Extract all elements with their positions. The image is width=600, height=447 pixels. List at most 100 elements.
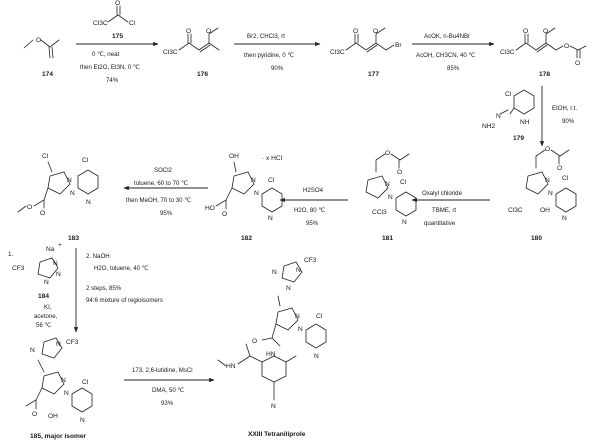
- svg-text:N: N: [272, 269, 277, 276]
- svg-text:N: N: [295, 313, 300, 320]
- svg-text:HN: HN: [226, 363, 236, 370]
- svg-text:93%: 93%: [161, 400, 174, 407]
- svg-text:Cl: Cl: [562, 175, 569, 182]
- ccl3-label: Cl3C: [93, 20, 108, 27]
- svg-text:CF3: CF3: [66, 339, 79, 346]
- svg-text:90%: 90%: [271, 65, 284, 72]
- svg-text:O: O: [545, 146, 550, 153]
- svg-text:N: N: [385, 181, 390, 188]
- conditions-step-8b: 2. NaOH H2O, toluene, 40 ℃ 2 steps, 85% …: [86, 253, 163, 304]
- svg-text:then pyridine, 0 ℃: then pyridine, 0 ℃: [244, 52, 294, 59]
- svg-text:N: N: [496, 113, 501, 120]
- svg-text:N: N: [545, 177, 550, 184]
- product-tetraniliprole-label: XXIII Tetraniliprole: [248, 431, 306, 438]
- svg-text:N: N: [402, 219, 407, 226]
- svg-text:O: O: [373, 28, 378, 35]
- svg-text:Oxalyl chloride: Oxalyl chloride: [422, 190, 463, 197]
- svg-text:N: N: [562, 215, 567, 222]
- svg-text:· x HCl: · x HCl: [262, 155, 283, 162]
- svg-text:H2O, toluene, 40 ℃: H2O, toluene, 40 ℃: [94, 265, 149, 272]
- svg-text:85%: 85%: [447, 65, 460, 72]
- compound-182-structure: OH N N · x HCl Cl N O HO: [205, 153, 283, 222]
- svg-text:OH: OH: [229, 153, 239, 160]
- svg-text:O: O: [186, 28, 191, 35]
- svg-text:then MeOH, 70 to 30 ℃: then MeOH, 70 to 30 ℃: [126, 197, 191, 204]
- svg-text:quantitative: quantitative: [424, 220, 456, 227]
- svg-text:N: N: [56, 271, 61, 278]
- svg-text:AcOH, CH3CN, 40 ℃: AcOH, CH3CN, 40 ℃: [416, 52, 475, 59]
- oxygen-label: O: [36, 37, 41, 44]
- conditions-step-1: 0 ℃, neat then Et2O, Et3N, 0 ℃ 74%: [80, 51, 140, 84]
- svg-text:Cl: Cl: [82, 157, 89, 164]
- svg-text:then Et2O, Et3N, 0 ℃: then Et2O, Et3N, 0 ℃: [80, 64, 140, 71]
- svg-text:O: O: [557, 165, 562, 172]
- svg-text:O: O: [575, 60, 580, 67]
- svg-text:173, 2,6-lutidine, MsCl: 173, 2,6-lutidine, MsCl: [132, 367, 193, 374]
- svg-text:2 steps, 85%: 2 steps, 85%: [86, 285, 122, 292]
- svg-text:N: N: [44, 279, 49, 286]
- compound-182-label: 182: [241, 235, 252, 242]
- compound-183-label: 183: [68, 235, 79, 242]
- svg-text:N: N: [296, 267, 301, 274]
- svg-text:95%: 95%: [160, 210, 173, 217]
- svg-text:HN: HN: [266, 351, 276, 358]
- svg-text:N: N: [251, 177, 256, 184]
- svg-text:Br: Br: [395, 42, 402, 49]
- svg-text:H2O, 80 ℃: H2O, 80 ℃: [294, 207, 325, 214]
- svg-text:KI,: KI,: [44, 304, 52, 311]
- svg-text:N: N: [286, 285, 291, 292]
- compound-175-label: 175: [112, 33, 123, 40]
- svg-text:TBME, rt: TBME, rt: [432, 207, 456, 214]
- svg-text:SOCl2: SOCl2: [154, 167, 173, 174]
- svg-text:O: O: [27, 204, 32, 211]
- svg-text:2. NaOH: 2. NaOH: [86, 253, 110, 260]
- svg-text:O: O: [353, 28, 358, 35]
- svg-text:N: N: [30, 347, 35, 354]
- svg-text:Cl3C: Cl3C: [330, 49, 345, 56]
- svg-text:O: O: [397, 169, 402, 176]
- compound-175-structure: Cl3C O Cl: [93, 0, 136, 27]
- svg-text:Br2, CHCl3, rt: Br2, CHCl3, rt: [247, 33, 285, 40]
- svg-text:N: N: [64, 390, 69, 397]
- svg-text:O: O: [564, 43, 569, 50]
- svg-text:OH: OH: [540, 207, 550, 214]
- svg-text:O: O: [385, 150, 390, 157]
- compound-177-structure: Cl3C O O Br: [330, 27, 402, 56]
- compound-177-label: 177: [368, 71, 379, 78]
- svg-text:N: N: [254, 190, 259, 197]
- svg-text:90%: 90%: [562, 118, 575, 125]
- svg-text:H2SO4: H2SO4: [303, 187, 324, 194]
- svg-text:N: N: [271, 403, 276, 410]
- svg-text:acetone,: acetone,: [34, 313, 58, 320]
- svg-text:HO: HO: [205, 205, 215, 212]
- compound-180-label: 180: [531, 235, 542, 242]
- svg-text:O: O: [32, 411, 37, 418]
- compound-174-label: 174: [42, 71, 53, 78]
- svg-text:Na: Na: [46, 246, 55, 253]
- svg-text:toluene, 60 to 70 ℃: toluene, 60 to 70 ℃: [134, 180, 188, 187]
- svg-text:+: +: [58, 242, 62, 249]
- compound-174-structure: O: [23, 37, 60, 59]
- compound-185-structure: N N CF3 N N Cl N O OH: [25, 337, 93, 424]
- svg-text:NH2: NH2: [482, 123, 496, 130]
- svg-text:N: N: [70, 190, 75, 197]
- product-tetraniliprole-structure: N CF3 N N N N Cl N O HN HN N: [217, 257, 327, 410]
- conditions-step-2: Br2, CHCl3, rt then pyridine, 0 ℃ 90%: [244, 33, 294, 72]
- conditions-step-6: H2SO4 H2O, 80 ℃ 95%: [294, 187, 325, 227]
- compound-176-label: 176: [197, 71, 208, 78]
- step-number-1: 1.: [8, 251, 14, 258]
- compound-178-label: 178: [539, 71, 550, 78]
- svg-text:O: O: [543, 28, 548, 35]
- conditions-step-8a: KI, acetone, 56 ℃: [34, 304, 58, 329]
- svg-text:Cl3C: Cl3C: [163, 49, 178, 56]
- svg-text:Cl3C: Cl3C: [508, 207, 523, 214]
- svg-text:NH: NH: [520, 119, 530, 126]
- svg-text:N: N: [548, 190, 553, 197]
- svg-text:DMA, 50 ℃: DMA, 50 ℃: [152, 387, 184, 394]
- svg-text:CF3: CF3: [304, 257, 317, 264]
- svg-text:74%: 74%: [106, 77, 119, 84]
- svg-text:N: N: [314, 353, 319, 360]
- svg-text:N: N: [53, 260, 58, 267]
- svg-text:OH: OH: [48, 413, 58, 420]
